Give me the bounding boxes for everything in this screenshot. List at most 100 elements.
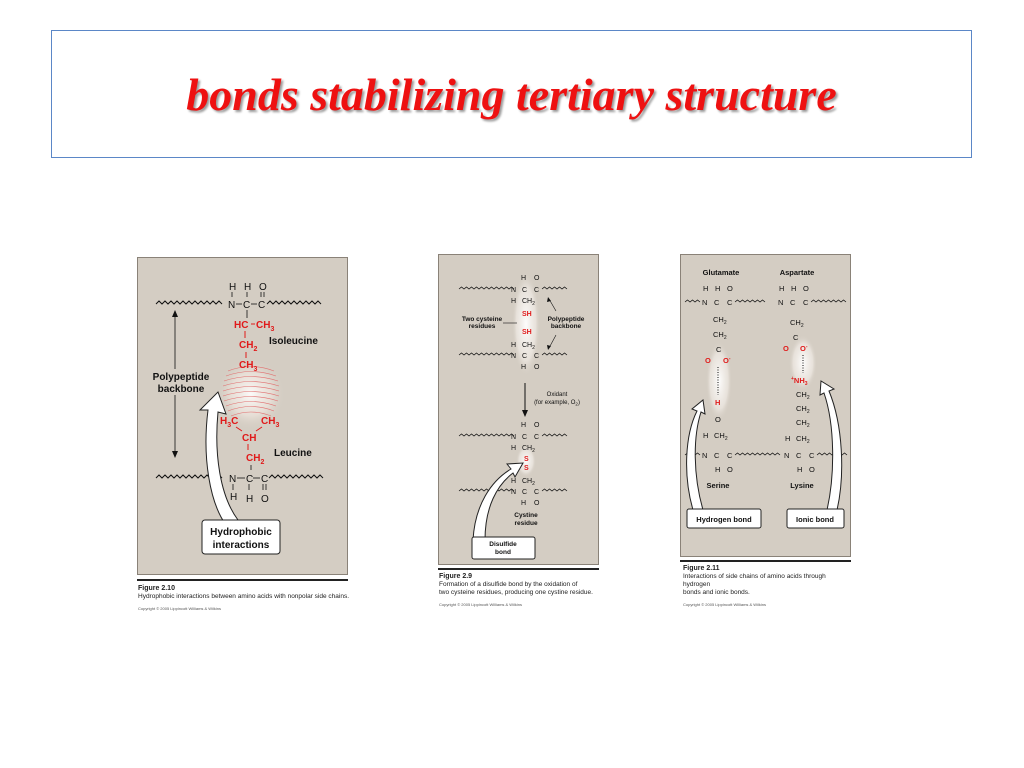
figure-caption-text: Hydrophobic interactions between amino a…: [138, 593, 350, 600]
asp-n: N: [778, 298, 783, 307]
asp-o: O: [803, 284, 809, 293]
glu-h1: H: [703, 284, 708, 293]
figure-panel: H O N C C H CH2 SH SH H CH2 N C C H O Tw…: [438, 254, 599, 565]
ionic-callout-arrow: [819, 380, 843, 511]
bottom-h-1: H: [230, 492, 237, 503]
two-cysteine-1: Two cysteine: [462, 316, 503, 323]
lys-o-bottom: O: [809, 465, 815, 474]
figure-copyright: Copyright © 2005 Lippincott Williams & W…: [683, 602, 766, 607]
cyst1-ch2: CH2: [522, 445, 535, 454]
figure-hydrogen-ionic: Glutamate Aspartate H H O N C C CH2 CH2 …: [680, 254, 852, 607]
hydrophobic-callout-2: interactions: [213, 540, 270, 551]
lys-n: N: [784, 451, 789, 460]
top-h-2: H: [244, 282, 251, 293]
hydrophobic-glow: [217, 358, 285, 430]
isoleucine-ch3: CH3: [256, 320, 274, 333]
serine-o-bottom: O: [727, 465, 733, 474]
cystine-label-1: Cystine: [514, 512, 538, 519]
two-cysteine-2: residues: [469, 323, 496, 330]
backbone-top-left: [155, 300, 223, 305]
glu-c1: C: [714, 298, 720, 307]
leucine-h3c: H3C: [220, 416, 238, 429]
lysine-label: Lysine: [790, 481, 813, 490]
glu-o-minus-2: O-: [723, 356, 731, 365]
serine-ch2: CH2: [714, 431, 728, 442]
cys2-c1: C: [522, 353, 527, 360]
bottom-h-2: H: [246, 494, 253, 505]
hydrogen-bond-label: Hydrogen bond: [696, 515, 752, 524]
lys-ch2-1: CH2: [796, 390, 810, 401]
hydrophobic-hatching: [222, 366, 280, 417]
hydrogen-ionic-diagram: Glutamate Aspartate H H O N C C CH2 CH2 …: [684, 268, 848, 529]
disulfide-callout-1: Disulfide: [489, 541, 517, 548]
top-c-1: C: [243, 300, 250, 311]
isoleucine-terminal-ch3: CH3: [239, 360, 257, 373]
serine-label: Serine: [707, 481, 730, 490]
lys-c2: C: [809, 451, 815, 460]
figure-disulfide: H O N C C H CH2 SH SH H CH2 N C C H O Tw…: [438, 254, 608, 624]
lys-h-back: H: [785, 434, 790, 443]
figure-panel: Glutamate Aspartate H H O N C C CH2 CH2 …: [680, 254, 851, 557]
glu-o-minus: O: [705, 356, 711, 365]
asp-ch2: CH2: [790, 318, 804, 329]
lys-c1: C: [796, 451, 802, 460]
bottom-c-2: C: [261, 474, 268, 485]
figure-hydrophobic: H H O N C C HC CH3 CH2 CH3 Isoleucine: [137, 257, 349, 617]
cys1-c1: C: [522, 287, 527, 294]
hydrogen-callout-arrow: [686, 399, 706, 511]
glu-o: O: [727, 284, 733, 293]
hydrophobic-callout-1: Hydrophobic: [210, 527, 272, 538]
figure-caption: Figure 2.11 Interactions of side chains …: [683, 564, 852, 608]
hydrophobic-diagram: H H O N C C HC CH3 CH2 CH3 Isoleucine: [148, 282, 324, 555]
leucine-ch2: CH2: [246, 453, 264, 466]
cys1-n: N: [511, 287, 516, 294]
figure-copyright: Copyright © 2005 Lippincott Williams & W…: [138, 606, 221, 611]
polypeptide-label-2: backbone: [158, 384, 205, 395]
cyst1-h2: H: [511, 445, 516, 452]
cys2-c2: C: [534, 353, 539, 360]
lys-h-bottom: H: [797, 465, 802, 474]
asp-c1: C: [790, 298, 796, 307]
title-box: bonds stabilizing tertiary structure: [51, 30, 972, 158]
cystine-label-2: residue: [514, 520, 538, 527]
top-h-1: H: [229, 282, 236, 293]
glu-ch2-a: CH2: [713, 315, 727, 326]
figure-panel: H H O N C C HC CH3 CH2 CH3 Isoleucine: [137, 257, 348, 575]
isoleucine-hc: HC: [234, 320, 248, 331]
isoleucine-label: Isoleucine: [269, 336, 318, 347]
asp-h1: H: [779, 284, 784, 293]
asp-c3: C: [793, 333, 799, 342]
cyst2-ch2: CH2: [522, 478, 535, 487]
serine-o: O: [715, 415, 721, 424]
disulfide-callout-box: [471, 536, 536, 560]
oxidant-label-2: (for example, O2): [534, 400, 580, 407]
cys1-h: H: [521, 275, 526, 282]
figure-number: Figure 2.11: [683, 565, 720, 572]
figure-copyright: Copyright © 2005 Lippincott Williams & W…: [439, 602, 522, 607]
glu-c3: C: [716, 345, 722, 354]
hydrophobic-callout-box: [201, 519, 281, 555]
cyst1-h: H: [521, 422, 526, 429]
cyst2-h: H: [511, 478, 516, 485]
serine-h-back: H: [703, 431, 708, 440]
asp-c2: C: [803, 298, 809, 307]
serine-n: N: [702, 451, 707, 460]
top-n: N: [228, 300, 235, 311]
glu-n: N: [702, 298, 707, 307]
cys1-sh: SH: [522, 311, 532, 318]
cys1-c2: C: [534, 287, 539, 294]
figure-caption-text-1: Interactions of side chains of amino aci…: [683, 573, 826, 588]
cystine-s2: S: [524, 465, 529, 472]
cyst1-c1: C: [522, 434, 527, 441]
cys1-h2: H: [511, 298, 516, 305]
aspartate-label: Aspartate: [780, 268, 815, 277]
serine-c1: C: [714, 451, 720, 460]
glutamate-label: Glutamate: [703, 268, 740, 277]
ionic-bond-label: Ionic bond: [796, 515, 834, 524]
backbone-top-right: [266, 300, 322, 305]
figure-caption-text-1: Formation of a disulfide bond by the oxi…: [439, 581, 578, 588]
cyst1-n: N: [511, 434, 516, 441]
cys2-ch2: CH2: [522, 342, 535, 351]
cys2-bottom-h: H: [521, 364, 526, 371]
top-c-2: C: [258, 300, 265, 311]
